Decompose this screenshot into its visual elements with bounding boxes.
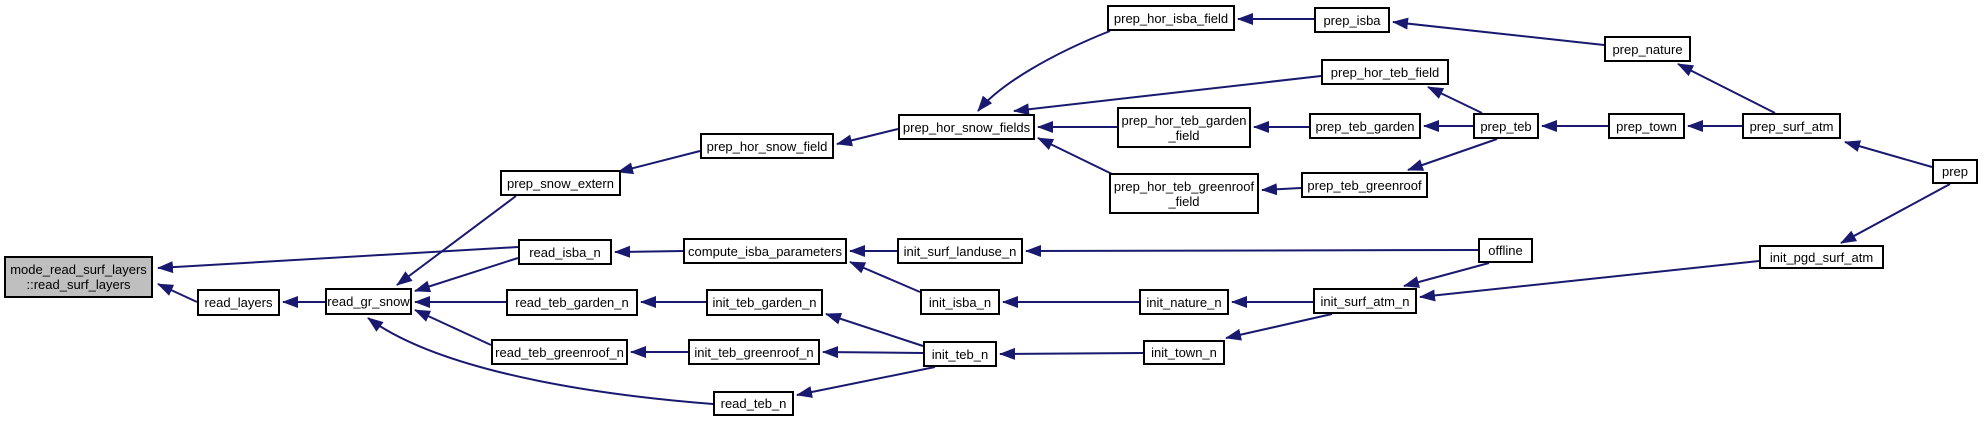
node-init-teb-garden-n[interactable]: init_teb_garden_n: [706, 289, 823, 316]
node-label: prep_surf_atm: [1749, 118, 1834, 134]
node-label: init_surf_landuse_n: [903, 243, 1017, 259]
node-prep-surf-atm[interactable]: prep_surf_atm: [1742, 113, 1841, 139]
node-prep-hor-teb-garden-field[interactable]: prep_hor_teb_garden _field: [1117, 107, 1251, 148]
edge-read_isba_n-to-read_surf_layers: [157, 246, 519, 274]
edge-prep_teb_greenroof-to-prep_hor_teb_greenroof_field: [1261, 183, 1302, 196]
node-label: prep_hor_teb_greenroof: [1113, 178, 1255, 194]
edge-offline-to-init_surf_landuse_n: [1025, 244, 1479, 257]
node-label: prep_teb: [1480, 118, 1532, 134]
edge-read_teb_n-to-read_gr_snow: [367, 317, 714, 405]
edge-read_teb_greenroof_n-to-read_gr_snow: [414, 309, 492, 346]
node-label: offline: [1488, 243, 1523, 258]
node-mode-read-surf-layers: mode_read_surf_layers ::read_surf_layers: [4, 256, 153, 298]
node-prep-teb[interactable]: prep_teb: [1473, 113, 1539, 139]
edge-prep_teb-to-prep_teb_greenroof: [1407, 138, 1498, 171]
node-label: prep_hor_snow_field: [706, 138, 828, 154]
edge-prep_teb-to-prep_hor_teb_field: [1427, 86, 1483, 114]
node-label: read_gr_snow: [327, 294, 410, 309]
edge-init_teb_n-to-init_teb_greenroof_n: [822, 346, 924, 359]
node-prep[interactable]: prep: [1932, 159, 1978, 184]
node-read-layers[interactable]: read_layers: [197, 289, 280, 316]
node-prep-teb-greenroof[interactable]: prep_teb_greenroof: [1301, 172, 1428, 198]
edge-init_teb_n-to-init_teb_garden_n: [825, 313, 924, 347]
node-compute-isba-parameters[interactable]: compute_isba_parameters: [683, 238, 847, 264]
node-label: mode_read_surf_layers: [10, 262, 147, 277]
edge-init_teb_n-to-read_teb_n: [796, 366, 936, 398]
node-label: _field: [1168, 193, 1200, 209]
node-prep-nature[interactable]: prep_nature: [1604, 36, 1691, 62]
node-read-teb-n[interactable]: read_teb_n: [713, 391, 794, 416]
node-label: init_teb_garden_n: [712, 295, 817, 310]
node-read-isba-n[interactable]: read_isba_n: [518, 239, 612, 265]
node-label: prep_hor_teb_field: [1330, 64, 1440, 80]
node-init-teb-n[interactable]: init_teb_n: [923, 341, 997, 367]
node-label: read_teb_greenroof_n: [495, 344, 624, 360]
node-read-teb-garden-n[interactable]: read_teb_garden_n: [506, 289, 638, 316]
node-prep-hor-snow-fields[interactable]: prep_hor_snow_fields: [898, 114, 1035, 140]
node-prep-hor-teb-field[interactable]: prep_hor_teb_field: [1321, 59, 1449, 85]
node-init-surf-atm-n[interactable]: init_surf_atm_n: [1313, 288, 1417, 314]
node-init-surf-landuse-n[interactable]: init_surf_landuse_n: [897, 238, 1023, 264]
node-label: init_teb_greenroof_n: [694, 344, 814, 360]
node-label: init_town_n: [1151, 345, 1217, 360]
node-label: prep_isba: [1323, 12, 1381, 28]
node-label: prep_teb_garden: [1315, 118, 1415, 134]
node-label: init_teb_n: [931, 346, 989, 362]
edge-prep_hor_snow_field-to-prep_snow_extern: [617, 150, 701, 175]
edge-offline-to-init_surf_atm_n: [1403, 262, 1490, 288]
edge-init_isba_n-to-compute_isba_parameters: [849, 261, 921, 293]
edge-read_layers-to-read_surf_layers: [157, 283, 198, 303]
node-label: read_layers: [204, 295, 273, 310]
edge-init_town_n-to-init_teb_n: [999, 347, 1144, 360]
node-label: read_isba_n: [529, 244, 601, 260]
node-prep-snow-extern[interactable]: prep_snow_extern: [500, 170, 621, 196]
edge-prep_hor_teb_greenroof_field-to-prep_hor_snow_fields: [1037, 137, 1113, 175]
node-label: init_pgd_surf_atm: [1769, 249, 1874, 265]
node-label: prep_nature: [1612, 41, 1683, 57]
node-prep-hor-isba-field[interactable]: prep_hor_isba_field: [1107, 5, 1235, 31]
edge-init_pgd_surf_atm-to-init_surf_atm_n: [1419, 260, 1760, 302]
node-prep-hor-teb-greenroof-field[interactable]: prep_hor_teb_greenroof _field: [1109, 173, 1259, 214]
node-prep-hor-snow-field[interactable]: prep_hor_snow_field: [700, 133, 834, 159]
node-label: compute_isba_parameters: [688, 243, 842, 259]
edge-prep_hor_isba_field-to-prep_hor_snow_fields: [977, 30, 1111, 112]
node-prep-isba[interactable]: prep_isba: [1314, 7, 1390, 33]
edge-prep_hor_snow_fields-to-prep_hor_snow_field: [836, 128, 899, 147]
edge-prep_hor_teb_field-to-prep_hor_snow_fields: [1013, 75, 1322, 116]
node-read-teb-greenroof-n[interactable]: read_teb_greenroof_n: [491, 339, 628, 365]
node-init-teb-greenroof-n[interactable]: init_teb_greenroof_n: [688, 339, 820, 365]
node-label: prep_hor_snow_fields: [902, 119, 1031, 135]
node-label: prep_town: [1616, 118, 1677, 134]
edge-prep_surf_atm-to-prep_nature: [1677, 63, 1776, 114]
node-label: read_teb_n: [720, 396, 787, 411]
node-init-pgd-surf-atm[interactable]: init_pgd_surf_atm: [1759, 245, 1884, 269]
node-prep-teb-garden[interactable]: prep_teb_garden: [1309, 113, 1421, 139]
node-init-nature-n[interactable]: init_nature_n: [1139, 289, 1229, 315]
node-label: prep_teb_greenroof: [1307, 177, 1422, 193]
edge-prep-to-prep_surf_atm: [1844, 140, 1933, 168]
edge-compute_isba_parameters-to-read_isba_n: [614, 245, 684, 258]
node-read-gr-snow[interactable]: read_gr_snow: [325, 288, 412, 315]
node-label: init_nature_n: [1146, 294, 1222, 310]
node-label: prep_snow_extern: [507, 175, 614, 191]
node-init-town-n[interactable]: init_town_n: [1143, 340, 1225, 365]
edge-init_surf_atm_n-to-init_town_n: [1225, 313, 1333, 341]
edge-prep_nature-to-prep_isba: [1392, 17, 1605, 46]
node-label: prep_hor_teb_garden: [1121, 112, 1247, 128]
edge-read_isba_n-to-read_gr_snow: [414, 257, 519, 293]
node-label: prep: [1941, 164, 1969, 179]
node-label: prep_hor_isba_field: [1113, 10, 1229, 26]
node-offline[interactable]: offline: [1478, 238, 1533, 263]
edge-prep_snow_extern-to-read_gr_snow: [396, 195, 517, 286]
node-label: init_isba_n: [928, 294, 992, 310]
edge-prep-to-init_pgd_surf_atm: [1840, 183, 1951, 244]
node-init-isba-n[interactable]: init_isba_n: [920, 289, 1000, 315]
node-label: init_surf_atm_n: [1320, 293, 1410, 309]
node-label: ::read_surf_layers: [26, 277, 131, 292]
node-label: read_teb_garden_n: [515, 295, 629, 310]
node-prep-town[interactable]: prep_town: [1608, 113, 1685, 139]
node-label: _field: [1168, 127, 1200, 143]
